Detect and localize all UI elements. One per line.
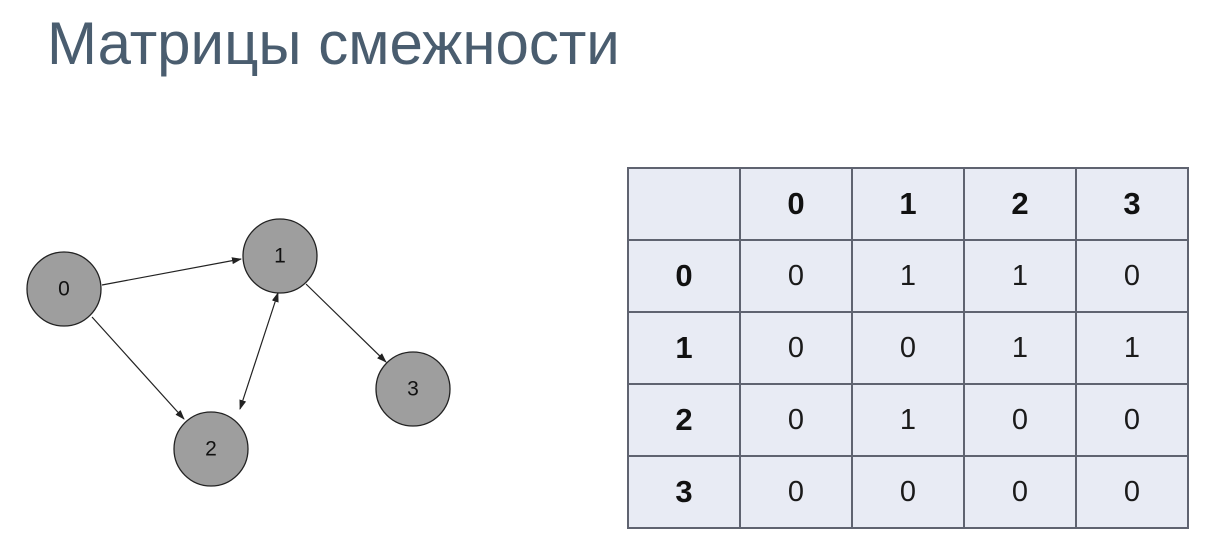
graph-node-label: 3 [407,378,419,401]
matrix-cell: 0 [963,383,1077,457]
matrix-row: 2 0 1 0 0 [627,383,1189,457]
edge-0-2 [91,316,185,420]
matrix-row: 3 0 0 0 0 [627,455,1189,529]
matrix-cell: 0 [1075,455,1189,529]
matrix-header-row: 0 1 2 3 [627,167,1189,241]
matrix-cell: 0 [739,239,853,313]
matrix-cell: 1 [851,383,965,457]
graph-node-label: 1 [274,245,286,268]
matrix-cell: 0 [739,311,853,385]
matrix-cell: 1 [1075,311,1189,385]
adjacency-matrix-table: 0 1 2 3 0 0 1 1 0 1 0 0 1 1 2 0 1 0 0 3 … [627,167,1189,529]
edge-1-3 [305,283,387,363]
matrix-column-header: 3 [1075,167,1189,241]
edge-0-1 [101,257,242,286]
matrix-cell: 0 [851,455,965,529]
matrix-row-header: 0 [627,239,741,313]
matrix-row: 1 0 0 1 1 [627,311,1189,385]
slide-title: Матрицы смежности [47,10,620,77]
matrix-row-header: 2 [627,383,741,457]
matrix-row-header: 1 [627,311,741,385]
graph-node-2: 2 [173,411,249,487]
matrix-corner-cell [627,167,741,241]
matrix-column-header: 1 [851,167,965,241]
matrix-column-header: 2 [963,167,1077,241]
matrix-row: 0 0 1 1 0 [627,239,1189,313]
matrix-cell: 1 [851,239,965,313]
matrix-cell: 0 [739,383,853,457]
matrix-cell: 0 [1075,239,1189,313]
graph-node-3: 3 [375,351,451,427]
matrix-cell: 1 [963,239,1077,313]
matrix-cell: 0 [739,455,853,529]
graph-node-label: 2 [205,438,217,461]
matrix-cell: 0 [963,455,1077,529]
matrix-cell: 1 [963,311,1077,385]
matrix-cell: 0 [1075,383,1189,457]
matrix-row-header: 3 [627,455,741,529]
edge-1-2 [239,292,279,410]
matrix-column-header: 0 [739,167,853,241]
graph-node-1: 1 [242,218,318,294]
graph-node-label: 0 [58,278,70,301]
directed-graph: 0 1 2 3 [26,218,451,487]
matrix-cell: 0 [851,311,965,385]
graph-node-0: 0 [26,251,102,327]
